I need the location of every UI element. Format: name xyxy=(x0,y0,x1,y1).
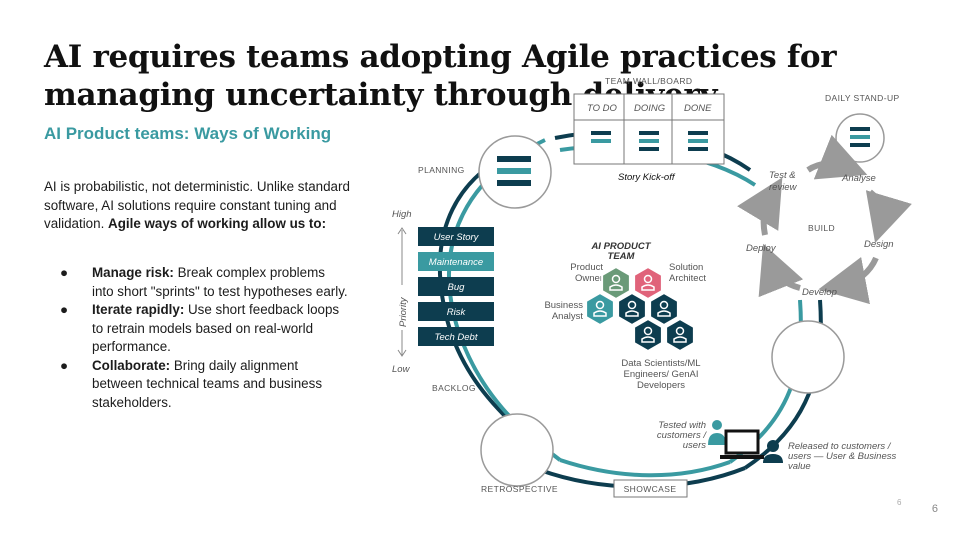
tested-with-label-1: Tested with xyxy=(658,420,706,431)
planning-label: PLANNING xyxy=(418,165,465,175)
product-owner-icon xyxy=(601,265,631,301)
list-item: ● Collaborate: Bring daily alignment betw… xyxy=(60,357,350,413)
bullet-text: Break complex problems into short "sprin… xyxy=(92,265,348,299)
data-scientist-icon xyxy=(649,291,679,327)
backlog-label: BACKLOG xyxy=(432,383,476,393)
board-column-doing: DOING xyxy=(634,103,665,114)
bullet-heading: Manage risk: xyxy=(92,265,174,280)
release-group: Tested with customers / users Released t… xyxy=(657,420,896,472)
team-hex-cluster xyxy=(585,265,695,353)
backlog-item-bug: Bug xyxy=(448,282,466,293)
priority-high-label: High xyxy=(392,209,412,220)
benefit-list: ● Manage risk: Break complex problems int… xyxy=(60,264,350,412)
released-label-1: Released to customers / xyxy=(788,441,892,452)
test-review-label-1: Test & xyxy=(769,170,796,181)
team-wall-board: TEAM WALL/BOARD TO DO DOING DONE Story K… xyxy=(573,76,725,183)
page-number-small: 6 xyxy=(897,498,902,507)
showcase-box: SHOWCASE xyxy=(613,479,688,498)
backlog-item-risk: Risk xyxy=(447,307,467,318)
priority-axis-label: Priority xyxy=(398,296,409,327)
board-column-todo: TO DO xyxy=(587,103,618,114)
released-label-2: users — User & Business xyxy=(788,451,896,462)
daily-standup-label: DAILY STAND-UP xyxy=(825,93,900,103)
deploy-label: Deploy xyxy=(746,243,777,254)
ai-product-team: AI PRODUCT TEAM Product Owner Solution A… xyxy=(544,241,706,391)
tested-with-label-3: users xyxy=(683,440,706,451)
data-scientists-label-1: Data Scientists/ML xyxy=(621,358,700,369)
data-scientist-icon xyxy=(665,317,695,353)
business-analyst-label-2: Analyst xyxy=(552,311,584,322)
solution-architect-icon xyxy=(633,265,663,301)
bullet-icon: ● xyxy=(60,265,69,280)
team-title-1: AI PRODUCT xyxy=(590,241,651,252)
backlog-item-tech-debt: Tech Debt xyxy=(435,332,478,343)
bullet-text: Use short feedback loops to retrain mode… xyxy=(92,302,340,354)
retrospective-label: RETROSPECTIVE xyxy=(481,484,558,494)
product-owner-label-1: Product xyxy=(570,262,603,273)
solution-architect-label-1: Solution xyxy=(669,262,703,273)
retrospective-circle xyxy=(480,413,554,487)
priority-low-label: Low xyxy=(392,364,411,375)
bullet-heading: Collaborate: xyxy=(92,357,171,373)
backlog-stack: High Low Priority User Story Maintenance… xyxy=(392,209,494,375)
laptop-icon xyxy=(720,429,764,459)
data-scientist-icon xyxy=(633,317,663,353)
list-item: ● Manage risk: Break complex problems int… xyxy=(60,264,350,301)
design-label: Design xyxy=(864,239,894,250)
released-label-3: value xyxy=(788,461,811,472)
page-number: 6 xyxy=(931,503,938,515)
slide-subtitle: AI Product teams: Ways of Working xyxy=(44,124,332,143)
intro-bold-text: Agile ways of working allow us to: xyxy=(108,216,327,231)
test-review-label-2: review xyxy=(769,182,798,193)
story-kickoff-label: Story Kick-off xyxy=(618,172,676,183)
release-circle xyxy=(771,320,845,394)
bullet-icon: ● xyxy=(60,357,69,373)
data-scientist-icon xyxy=(617,291,647,327)
solution-architect-label-2: Architect xyxy=(669,273,706,284)
product-owner-label-2: Owner xyxy=(575,273,603,284)
analyse-label: Analyse xyxy=(841,173,876,184)
team-title-2: TEAM xyxy=(608,251,636,262)
build-label: BUILD xyxy=(808,223,835,233)
data-scientists-label-2: Engineers/ GenAI xyxy=(624,369,699,380)
user-icon xyxy=(708,420,726,445)
intro-paragraph: AI is probabilistic, not deterministic. … xyxy=(44,178,354,234)
bullet-icon: ● xyxy=(60,302,69,317)
list-item: ● Iterate rapidly: Use short feedback loo… xyxy=(60,301,350,357)
develop-label: Develop xyxy=(802,287,837,298)
business-analyst-label-1: Business xyxy=(544,300,583,311)
bullet-heading: Iterate rapidly: xyxy=(92,302,185,317)
intro-text: AI is probabilistic, not deterministic. … xyxy=(44,179,350,231)
bullet-text: Bring daily alignment between technical … xyxy=(92,357,323,410)
planning-circle xyxy=(478,135,552,209)
customer-icon xyxy=(763,440,783,463)
data-scientists-label-3: Developers xyxy=(637,380,685,391)
board-column-done: DONE xyxy=(684,103,712,114)
team-wall-label: TEAM WALL/BOARD xyxy=(605,76,692,86)
showcase-label: SHOWCASE xyxy=(624,484,677,494)
tested-with-label-2: customers / xyxy=(657,430,707,441)
backlog-item-user-story: User Story xyxy=(434,232,480,243)
business-analyst-icon xyxy=(585,291,615,327)
backlog-item-maintenance: Maintenance xyxy=(429,257,483,268)
build-cycle: DAILY STAND-UP Test & review Analyse BUI… xyxy=(737,93,912,305)
